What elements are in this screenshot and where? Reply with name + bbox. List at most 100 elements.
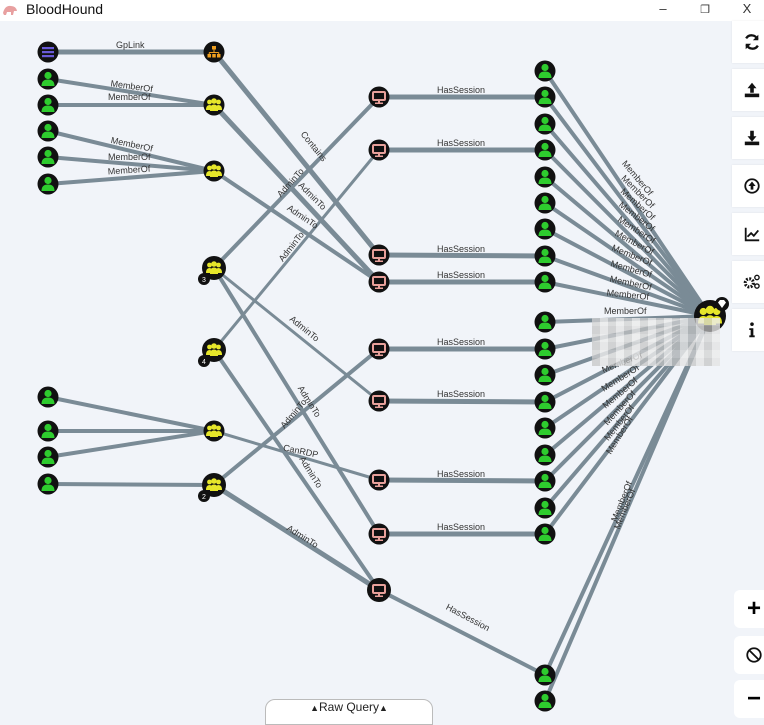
user-node[interactable] <box>37 386 59 408</box>
edge-label: MemberOf <box>108 152 151 162</box>
edge-label: MemberOf <box>108 92 151 102</box>
count-badge: 4 <box>202 359 206 366</box>
user-node <box>534 391 556 413</box>
group-node[interactable] <box>203 94 225 116</box>
user-node <box>534 664 556 686</box>
group-node[interactable] <box>203 420 225 442</box>
edge-contains <box>211 49 382 258</box>
list-icon <box>42 47 54 58</box>
minimize-button[interactable]: – <box>659 1 667 16</box>
user-node <box>534 523 556 545</box>
user-node <box>534 364 556 386</box>
title-bar: BloodHound – ❐ X <box>0 0 764 21</box>
settings-button[interactable] <box>732 261 764 303</box>
count-badge: 3 <box>202 277 206 284</box>
close-button[interactable]: X <box>742 1 752 16</box>
user-node[interactable] <box>37 146 59 168</box>
user-node <box>534 338 556 360</box>
graph-canvas[interactable]: GpLink MemberOf MemberOf MemberOf Member… <box>0 21 764 716</box>
user-node[interactable] <box>37 94 59 116</box>
computer-node[interactable] <box>368 271 390 293</box>
nodes[interactable]: 3 4 2 <box>37 41 730 712</box>
chart-icon <box>744 227 760 242</box>
edge-memberof <box>46 429 216 459</box>
user-node[interactable] <box>37 173 59 195</box>
edge-adminto <box>212 266 381 536</box>
download-button[interactable] <box>732 117 764 159</box>
reset-view-button[interactable] <box>734 636 764 674</box>
computer-node[interactable] <box>367 578 391 602</box>
edge-label: HasSession <box>437 469 485 479</box>
edge-adminto <box>212 347 381 487</box>
edge-label: HasSession <box>437 522 485 532</box>
user-node <box>534 245 556 267</box>
edge-labels: GpLink MemberOf MemberOf MemberOf Member… <box>107 40 657 633</box>
edge-adminto <box>212 348 381 592</box>
chevron-up-icon: ▲ <box>379 703 388 713</box>
user-node <box>534 113 556 135</box>
ou-node[interactable] <box>203 41 225 63</box>
computer-node[interactable] <box>368 523 390 545</box>
user-node <box>534 497 556 519</box>
computer-node[interactable] <box>368 469 390 491</box>
computer-node[interactable] <box>368 390 390 412</box>
group-node[interactable]: 2 <box>198 473 226 502</box>
edge-hassession <box>376 252 548 259</box>
download-icon <box>744 130 760 146</box>
import-button[interactable] <box>732 165 764 207</box>
group-node[interactable] <box>203 160 225 182</box>
edge-memberof <box>46 169 216 186</box>
info-icon <box>749 322 755 338</box>
edge-label: HasSession <box>437 270 485 280</box>
group-node[interactable]: 4 <box>198 338 226 367</box>
user-node <box>534 690 556 712</box>
computer-node[interactable] <box>368 86 390 108</box>
user-column[interactable] <box>534 60 556 712</box>
raw-query-toggle[interactable]: ▲Raw Query▲ <box>265 699 433 725</box>
user-node <box>534 86 556 108</box>
refresh-icon <box>745 34 759 50</box>
computer-node[interactable] <box>368 338 390 360</box>
user-node[interactable] <box>37 473 59 495</box>
edge-hassession <box>376 398 548 405</box>
edge-memberof <box>46 129 216 173</box>
computer-node[interactable] <box>368 244 390 266</box>
user-node <box>534 271 556 293</box>
computer-node[interactable] <box>368 139 390 161</box>
restore-button[interactable]: ❐ <box>700 4 710 16</box>
user-node <box>534 444 556 466</box>
edge-label: HasSession <box>437 138 485 148</box>
chevron-up-icon: ▲ <box>310 703 319 713</box>
user-node[interactable] <box>37 120 59 142</box>
edge-label: HasSession <box>437 85 485 95</box>
zoom-in-button[interactable]: + <box>734 590 764 628</box>
user-node[interactable] <box>37 68 59 90</box>
edge-hassession <box>377 588 547 677</box>
user-node <box>534 311 556 333</box>
edge-hassession <box>376 477 548 484</box>
edge-label: HasSession <box>437 389 485 399</box>
user-node[interactable] <box>37 446 59 468</box>
group-node[interactable]: 3 <box>198 256 226 285</box>
edge-memberof <box>46 482 216 487</box>
info-button[interactable] <box>732 309 764 351</box>
stats-button[interactable] <box>732 213 764 255</box>
window-title: BloodHound <box>26 1 104 17</box>
edge-memberof <box>46 77 216 107</box>
edge-canrdp <box>212 429 381 482</box>
user-node <box>534 192 556 214</box>
redacted-label <box>592 318 720 366</box>
gpo-node[interactable] <box>37 41 59 63</box>
user-node <box>534 139 556 161</box>
upload-button[interactable] <box>732 69 764 111</box>
zoom-out-button[interactable]: − <box>734 680 764 718</box>
edge-memberof <box>46 395 216 433</box>
refresh-button[interactable] <box>732 21 764 63</box>
svg-text:MemberOf: MemberOf <box>606 288 650 302</box>
user-node[interactable] <box>37 420 59 442</box>
edge-adminto <box>211 102 382 285</box>
edge-memberof <box>46 155 216 173</box>
user-node <box>534 417 556 439</box>
user-node <box>534 218 556 240</box>
edge-label: GpLink <box>116 40 145 50</box>
